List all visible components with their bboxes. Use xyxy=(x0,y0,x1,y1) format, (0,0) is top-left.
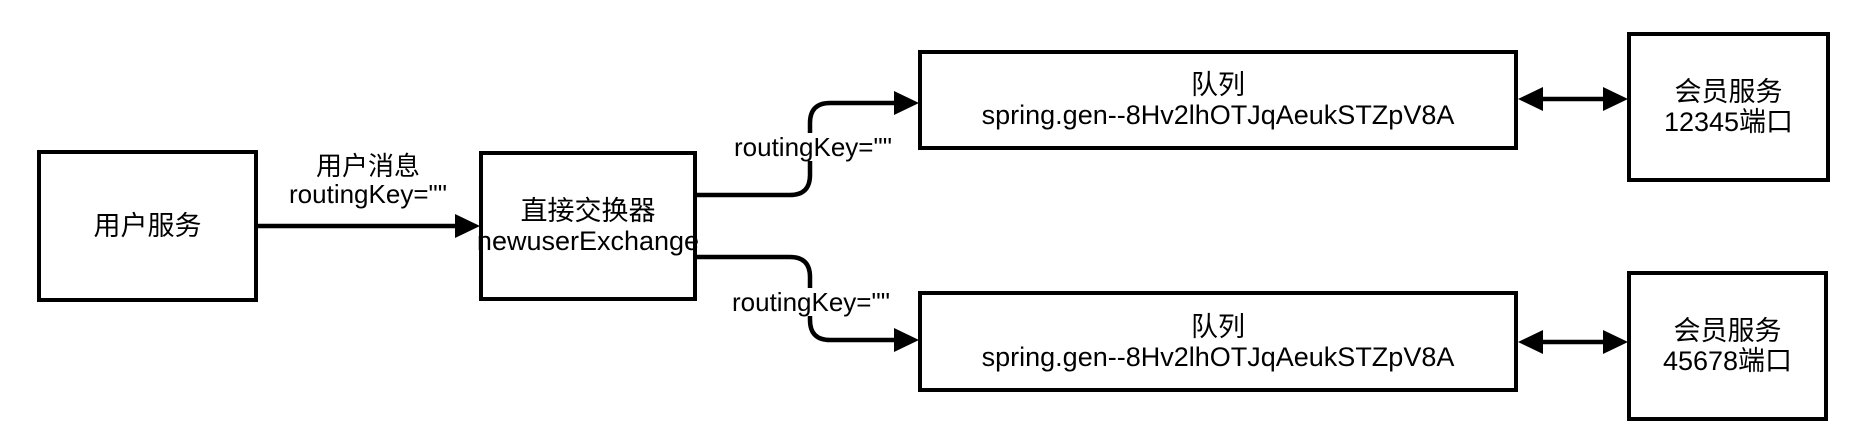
queue-top-name-label: spring.gen--8Hv2lhOTJqAeukSTZpV8A xyxy=(981,100,1455,130)
member-service-top-node: 会员服务 12345端口 xyxy=(1627,32,1830,182)
member-service-bottom-label: 会员服务 xyxy=(1673,316,1782,346)
double-arrow-queue-bottom-to-member-bottom xyxy=(1518,330,1628,354)
exchange-name-label: newuserExchange xyxy=(476,226,700,256)
queue-top-node: 队列 spring.gen--8Hv2lhOTJqAeukSTZpV8A xyxy=(918,50,1518,150)
exchange-type-label: 直接交换器 xyxy=(520,196,656,226)
double-arrow-queue-top-to-member-top xyxy=(1518,87,1628,111)
member-service-bottom-port-label: 45678端口 xyxy=(1662,346,1793,376)
user-service-label: 用户服务 xyxy=(93,211,202,241)
queue-top-type-label: 队列 xyxy=(1191,70,1245,100)
direct-exchange-node: 直接交换器 newuserExchange xyxy=(476,151,700,301)
user-service-node: 用户服务 xyxy=(37,150,258,302)
user-message-edge-label: 用户消息 routingKey="" xyxy=(248,152,488,208)
member-service-bottom-node: 会员服务 45678端口 xyxy=(1627,271,1828,421)
user-message-text: 用户消息 xyxy=(315,151,420,181)
user-message-routingkey-text: routingKey="" xyxy=(289,179,447,209)
arrow-user-to-exchange xyxy=(258,214,480,238)
routingkey-top-edge-label: routingKey="" xyxy=(734,132,892,162)
member-service-top-label: 会员服务 xyxy=(1674,77,1783,107)
member-service-top-port-label: 12345端口 xyxy=(1663,107,1794,137)
routingkey-bottom-edge-label: routingKey="" xyxy=(732,287,890,317)
queue-bottom-node: 队列 spring.gen--8Hv2lhOTJqAeukSTZpV8A xyxy=(918,291,1518,392)
queue-bottom-name-label: spring.gen--8Hv2lhOTJqAeukSTZpV8A xyxy=(981,341,1455,372)
queue-bottom-type-label: 队列 xyxy=(1191,311,1245,342)
